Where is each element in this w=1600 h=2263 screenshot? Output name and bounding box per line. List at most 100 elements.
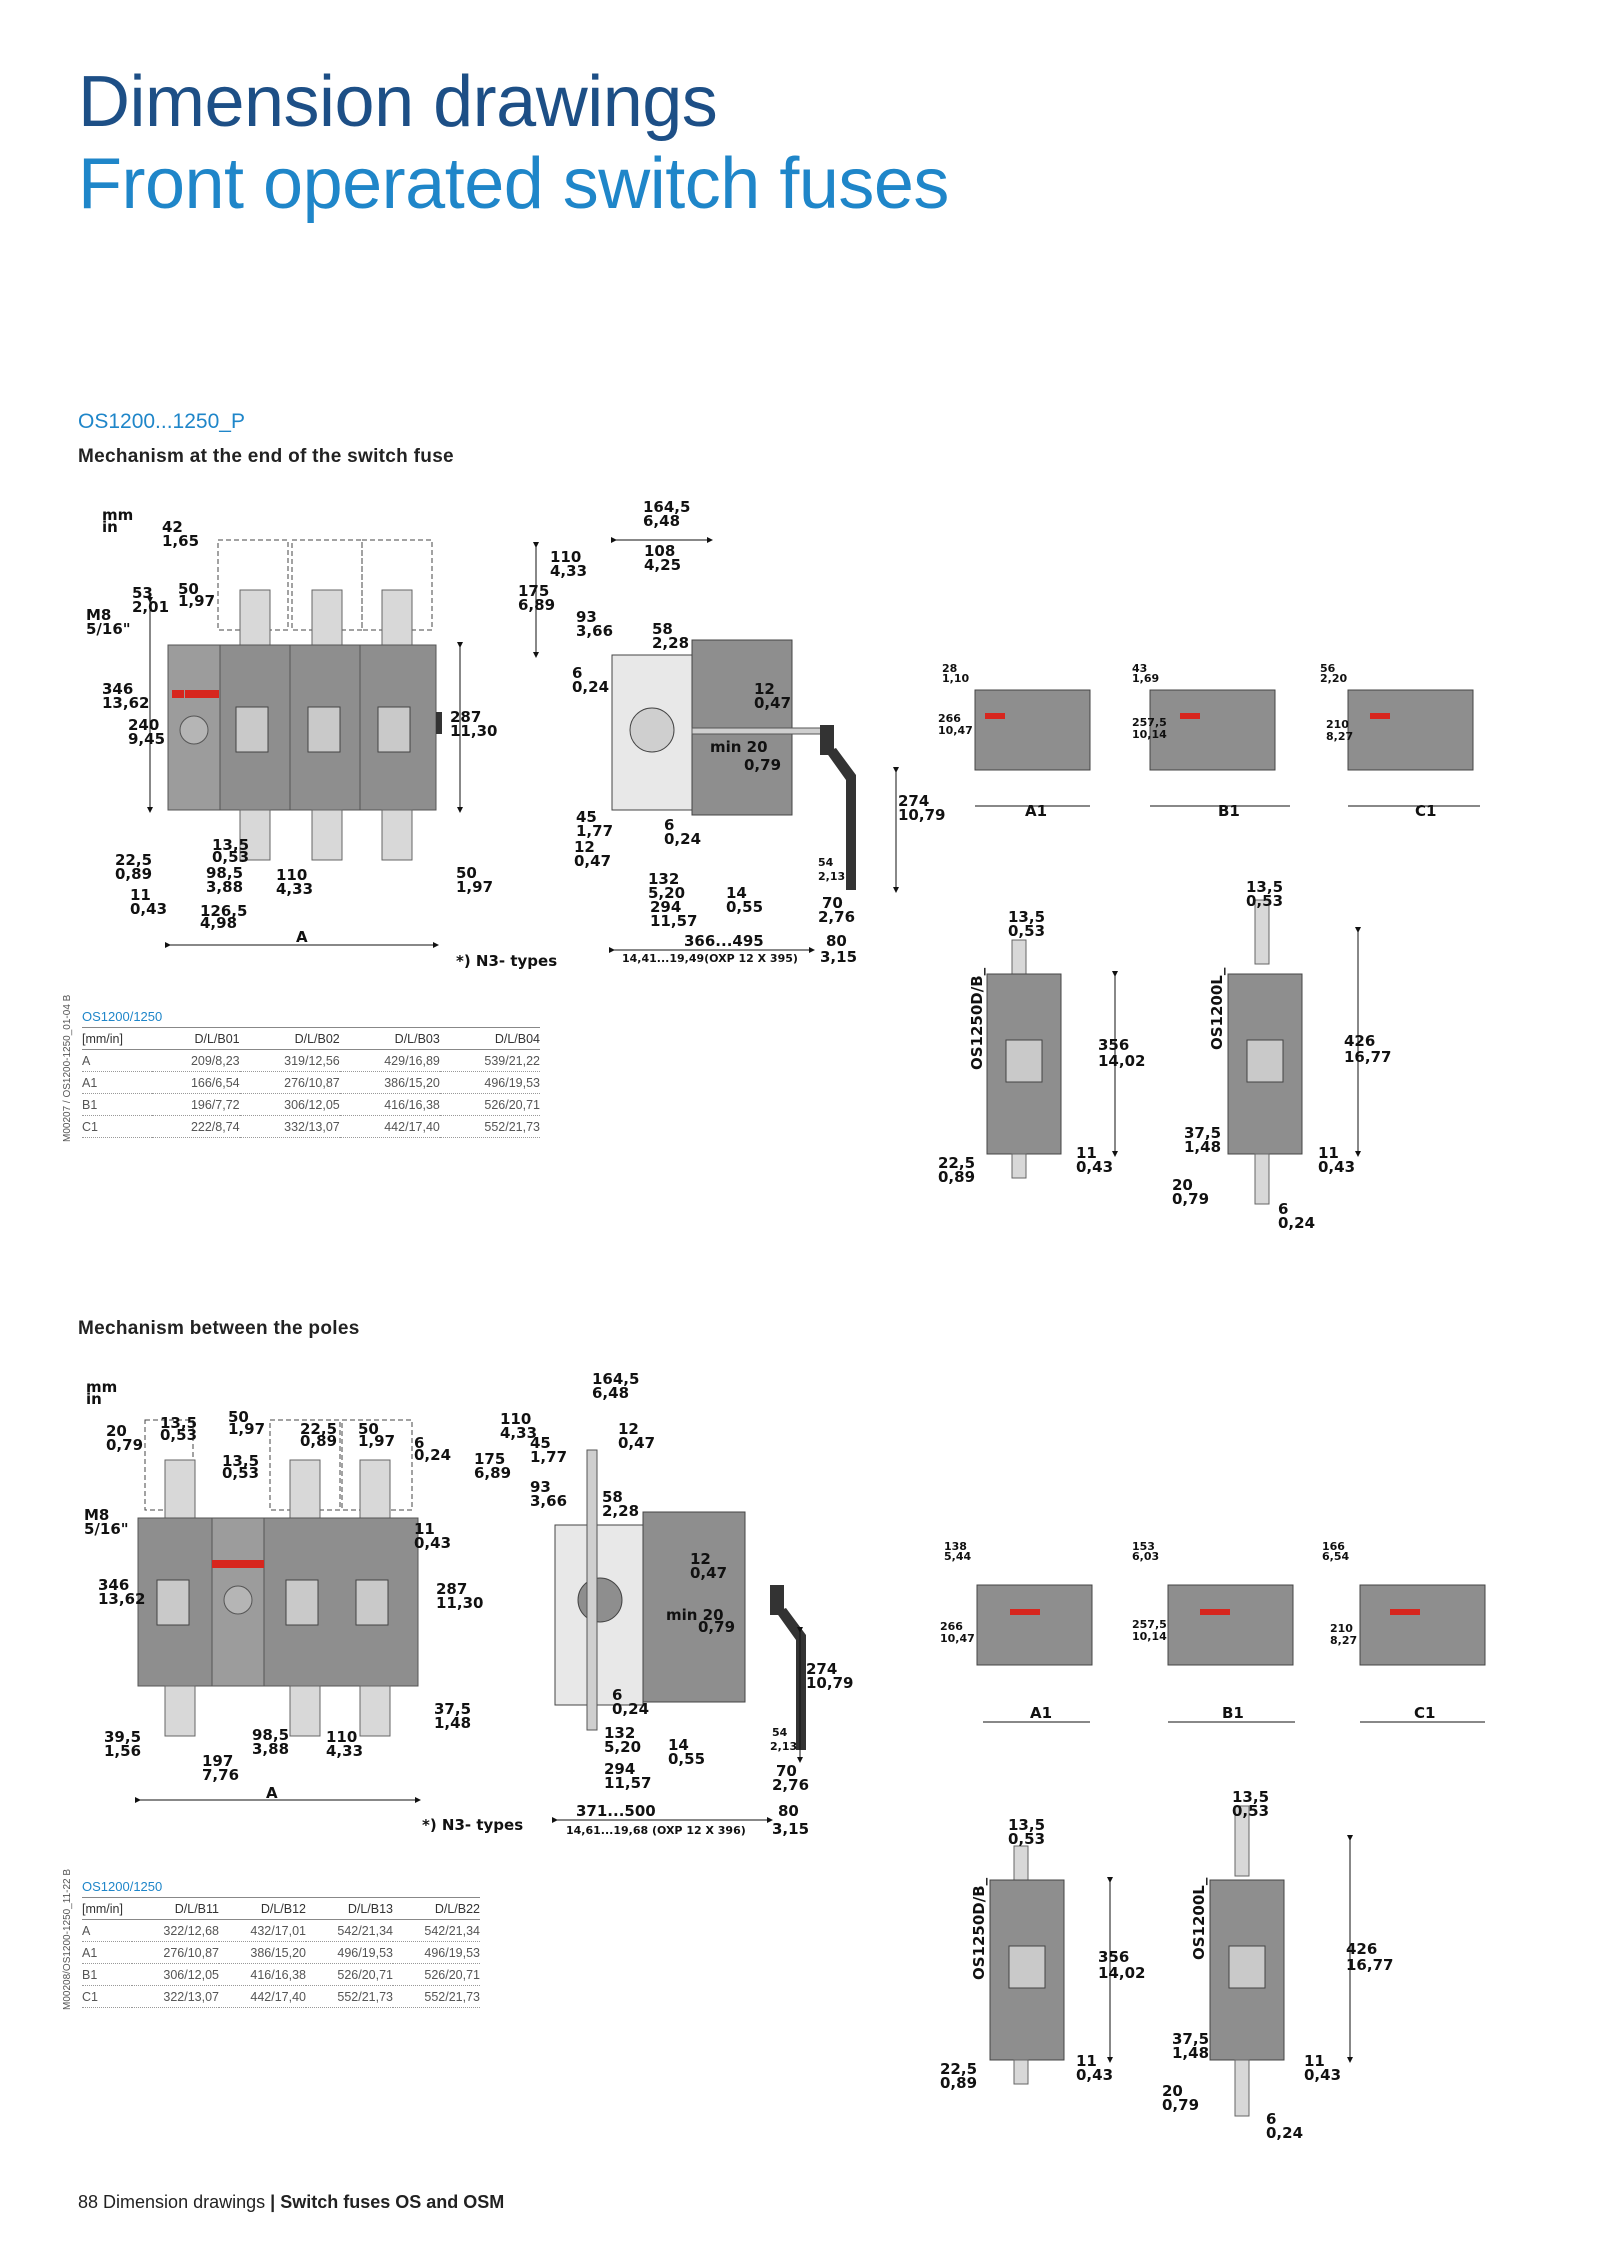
svg-text:10,79: 10,79 bbox=[806, 1674, 853, 1692]
table-cell: 542/21,34 bbox=[306, 1919, 393, 1942]
footer-separator: | bbox=[270, 2192, 276, 2212]
table-row: B1 196/7,72 306/12,05 416/16,38 526/20,7… bbox=[82, 1093, 540, 1116]
svg-text:0,47: 0,47 bbox=[690, 1564, 727, 1582]
svg-text:22,5: 22,5 bbox=[115, 851, 152, 869]
svg-text:9,45: 9,45 bbox=[128, 730, 165, 748]
svg-text:93: 93 bbox=[576, 608, 597, 626]
svg-text:138: 138 bbox=[944, 1540, 967, 1553]
svg-text:4,98: 4,98 bbox=[200, 914, 237, 932]
svg-text:0,24: 0,24 bbox=[1266, 2124, 1303, 2142]
table-cell: 416/16,38 bbox=[339, 1093, 440, 1116]
svg-text:1,97: 1,97 bbox=[358, 1432, 395, 1450]
svg-text:0,53: 0,53 bbox=[1008, 922, 1045, 940]
svg-text:6: 6 bbox=[572, 664, 582, 682]
svg-text:22,5: 22,5 bbox=[300, 1420, 337, 1438]
svg-text:10,79: 10,79 bbox=[898, 806, 945, 824]
svg-text:11,57: 11,57 bbox=[650, 912, 697, 930]
table-cell: 496/19,53 bbox=[306, 1941, 393, 1964]
svg-text:266: 266 bbox=[938, 712, 961, 725]
table-cell: 526/20,71 bbox=[439, 1093, 540, 1116]
svg-text:110: 110 bbox=[326, 1728, 357, 1746]
svg-text:5/16": 5/16" bbox=[84, 1520, 129, 1538]
svg-text:3,88: 3,88 bbox=[206, 878, 243, 896]
svg-text:11: 11 bbox=[1076, 2052, 1097, 2070]
svg-text:0,43: 0,43 bbox=[1076, 1158, 1113, 1176]
table-header: D/L/B13 bbox=[306, 1897, 393, 1920]
svg-text:43: 43 bbox=[1132, 662, 1147, 675]
svg-text:C1: C1 bbox=[1414, 1704, 1435, 1722]
svg-text:70: 70 bbox=[776, 1762, 797, 1780]
svg-text:0,53: 0,53 bbox=[1232, 1802, 1269, 1820]
svg-text:45: 45 bbox=[576, 808, 597, 826]
svg-text:1,65: 1,65 bbox=[162, 532, 199, 550]
svg-text:0,43: 0,43 bbox=[1304, 2066, 1341, 2084]
front-view-between-mechanism: mm in 20 0,79 13,5 0,53 50 1,97 13,5 0,5… bbox=[84, 1378, 523, 1834]
svg-text:6: 6 bbox=[414, 1434, 424, 1452]
svg-text:39,5: 39,5 bbox=[104, 1728, 141, 1746]
table-cell: 306/12,05 bbox=[132, 1963, 219, 1986]
table-cell: 322/13,07 bbox=[132, 1985, 219, 2008]
svg-text:287: 287 bbox=[450, 708, 481, 726]
svg-text:45: 45 bbox=[530, 1434, 551, 1452]
svg-text:11,30: 11,30 bbox=[436, 1594, 483, 1612]
svg-text:M8: M8 bbox=[84, 1506, 109, 1524]
table-cell: 416/16,38 bbox=[219, 1963, 306, 1986]
table-cell: 209/8,23 bbox=[152, 1049, 240, 1072]
svg-text:294: 294 bbox=[604, 1760, 635, 1778]
table-row: A 322/12,68 432/17,01 542/21,34 542/21,3… bbox=[82, 1919, 480, 1942]
table-cell: 496/19,53 bbox=[439, 1071, 540, 1094]
svg-text:4,33: 4,33 bbox=[550, 562, 587, 580]
page-number: 88 bbox=[78, 2192, 99, 2212]
table-cell: 552/21,73 bbox=[306, 1985, 393, 2008]
svg-text:98,5: 98,5 bbox=[206, 864, 243, 882]
svg-text:11: 11 bbox=[414, 1520, 435, 1538]
svg-text:0,53: 0,53 bbox=[1008, 1830, 1045, 1848]
table-cell: 526/20,71 bbox=[306, 1963, 393, 1986]
table-cell: A bbox=[82, 1919, 132, 1942]
svg-text:6: 6 bbox=[1266, 2110, 1276, 2128]
table-cell: 322/12,68 bbox=[132, 1919, 219, 1942]
svg-text:70: 70 bbox=[822, 894, 843, 912]
table-row: A 209/8,23 319/12,56 429/16,89 539/21,22 bbox=[82, 1049, 540, 1072]
side-view-between-mechanism: 164,5 6,48 110 4,33 45 1,77 12 0,47 175 … bbox=[474, 1370, 853, 1838]
svg-text:20: 20 bbox=[106, 1422, 127, 1440]
table-cell: A1 bbox=[82, 1941, 132, 1964]
svg-text:153: 153 bbox=[1132, 1540, 1155, 1553]
dim-A-top: A bbox=[296, 928, 308, 946]
svg-text:294: 294 bbox=[650, 898, 681, 916]
table-cell: 196/7,72 bbox=[152, 1093, 240, 1116]
svg-text:5,20: 5,20 bbox=[648, 884, 685, 902]
svg-text:1,97: 1,97 bbox=[228, 1420, 265, 1438]
svg-text:10,47: 10,47 bbox=[938, 724, 973, 737]
svg-text:2,13: 2,13 bbox=[770, 1740, 797, 1753]
table-row: C1 222/8,74 332/13,07 442/17,40 552/21,7… bbox=[82, 1115, 540, 1138]
svg-text:210: 210 bbox=[1326, 718, 1349, 731]
label-os1250db-bottom: OS1250D/B_ bbox=[970, 1877, 988, 1980]
svg-text:257,5: 257,5 bbox=[1132, 716, 1167, 729]
svg-text:16,77: 16,77 bbox=[1346, 1956, 1393, 1974]
variant-views-bottom: 138 5,44 266 10,47 153 6,03 257,5 10,14 … bbox=[940, 1540, 1486, 1723]
svg-text:346: 346 bbox=[98, 1576, 129, 1594]
svg-text:1,56: 1,56 bbox=[104, 1742, 141, 1760]
svg-text:126,5: 126,5 bbox=[200, 902, 247, 920]
front-view-end-mechanism: mm in 42 1,65 53 2,01 50 1,97 M8 5/16" 3… bbox=[86, 506, 557, 970]
table-cell: 542/21,34 bbox=[393, 1919, 480, 1942]
svg-text:274: 274 bbox=[898, 792, 929, 810]
svg-text:11: 11 bbox=[1304, 2052, 1325, 2070]
svg-text:8,27: 8,27 bbox=[1330, 1634, 1357, 1647]
table-cell: 442/17,40 bbox=[339, 1115, 440, 1138]
svg-text:93: 93 bbox=[530, 1478, 551, 1496]
svg-text:50: 50 bbox=[228, 1408, 249, 1426]
svg-text:1,97: 1,97 bbox=[456, 878, 493, 896]
svg-text:12: 12 bbox=[574, 838, 595, 856]
svg-text:28: 28 bbox=[942, 662, 957, 675]
svg-text:C1: C1 bbox=[1415, 802, 1436, 820]
table-row: A1 276/10,87 386/15,20 496/19,53 496/19,… bbox=[82, 1941, 480, 1964]
svg-text:50: 50 bbox=[178, 580, 199, 598]
n3-note-bottom: *) N3- types bbox=[422, 1816, 523, 1834]
table-header: D/L/B02 bbox=[239, 1027, 340, 1050]
variant-views-top: 28 1,10 266 10,47 43 1,69 257,5 10,14 56… bbox=[938, 662, 1480, 820]
table-cell: 222/8,74 bbox=[152, 1115, 240, 1138]
svg-text:13,5: 13,5 bbox=[1008, 908, 1045, 926]
